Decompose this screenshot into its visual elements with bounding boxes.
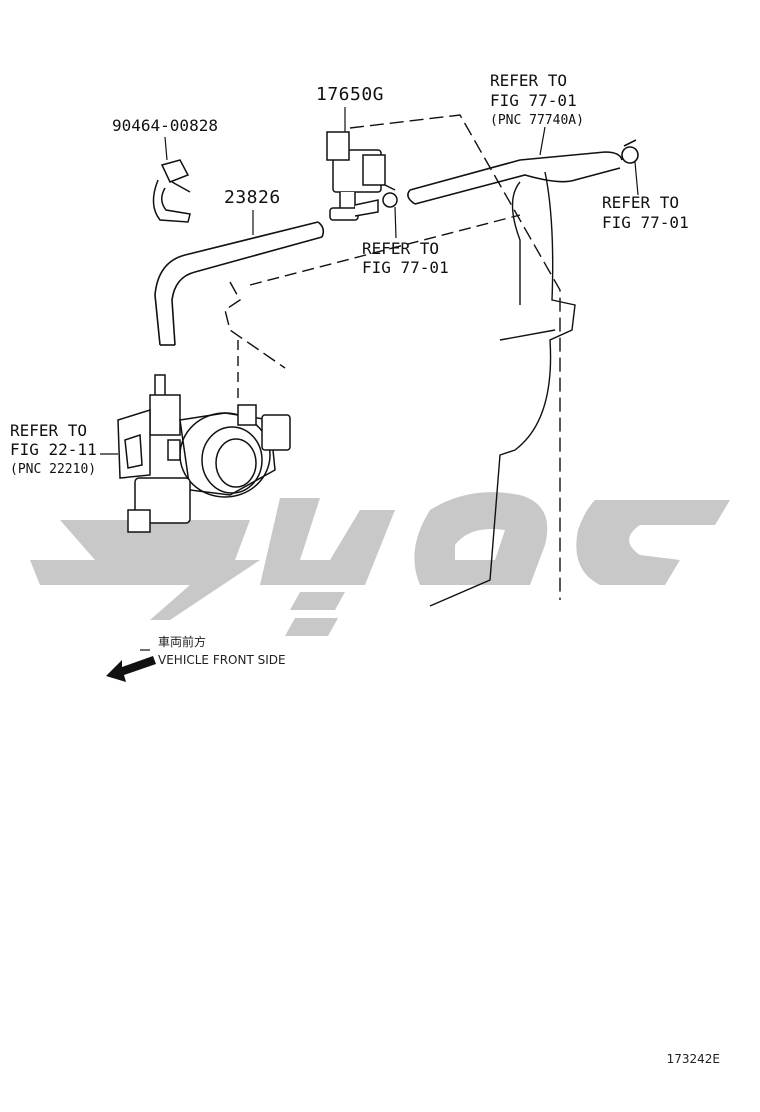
hose-right — [407, 139, 639, 205]
arrow-left-icon — [106, 656, 156, 682]
throttle-body — [117, 374, 291, 533]
part-label-hose: 23826 — [224, 187, 281, 208]
ref-left-line3: (PNC 22210) — [10, 462, 97, 477]
watermark-logo — [30, 492, 730, 636]
leader-lines — [100, 107, 639, 651]
ref-middle-line2: FIG 77-01 — [362, 258, 449, 277]
ref-right-line1: REFER TO — [602, 193, 680, 212]
part-label-valve: 17650G — [316, 84, 385, 105]
ref-left-line1: REFER TO — [10, 421, 88, 440]
vsv-valve-17650G — [326, 131, 398, 221]
figure-number: 173242E — [666, 1052, 720, 1066]
direction-japanese: 車両前方 — [158, 635, 207, 649]
engine-outline — [224, 114, 576, 607]
hose-clip-90464-00828 — [152, 159, 191, 223]
direction-english: VEHICLE FRONT SIDE — [158, 653, 286, 667]
ref-top-right-line3: (PNC 77740A) — [490, 113, 584, 128]
ref-middle-line1: REFER TO — [362, 239, 440, 258]
part-label-bolt: 90464-00828 — [112, 116, 218, 135]
ref-right-line2: FIG 77-01 — [602, 213, 689, 232]
ref-top-right-line1: REFER TO — [490, 71, 568, 90]
ref-top-right-line2: FIG 77-01 — [490, 91, 577, 110]
hose-23826 — [154, 221, 325, 346]
ref-left-line2: FIG 22-11 — [10, 440, 97, 459]
